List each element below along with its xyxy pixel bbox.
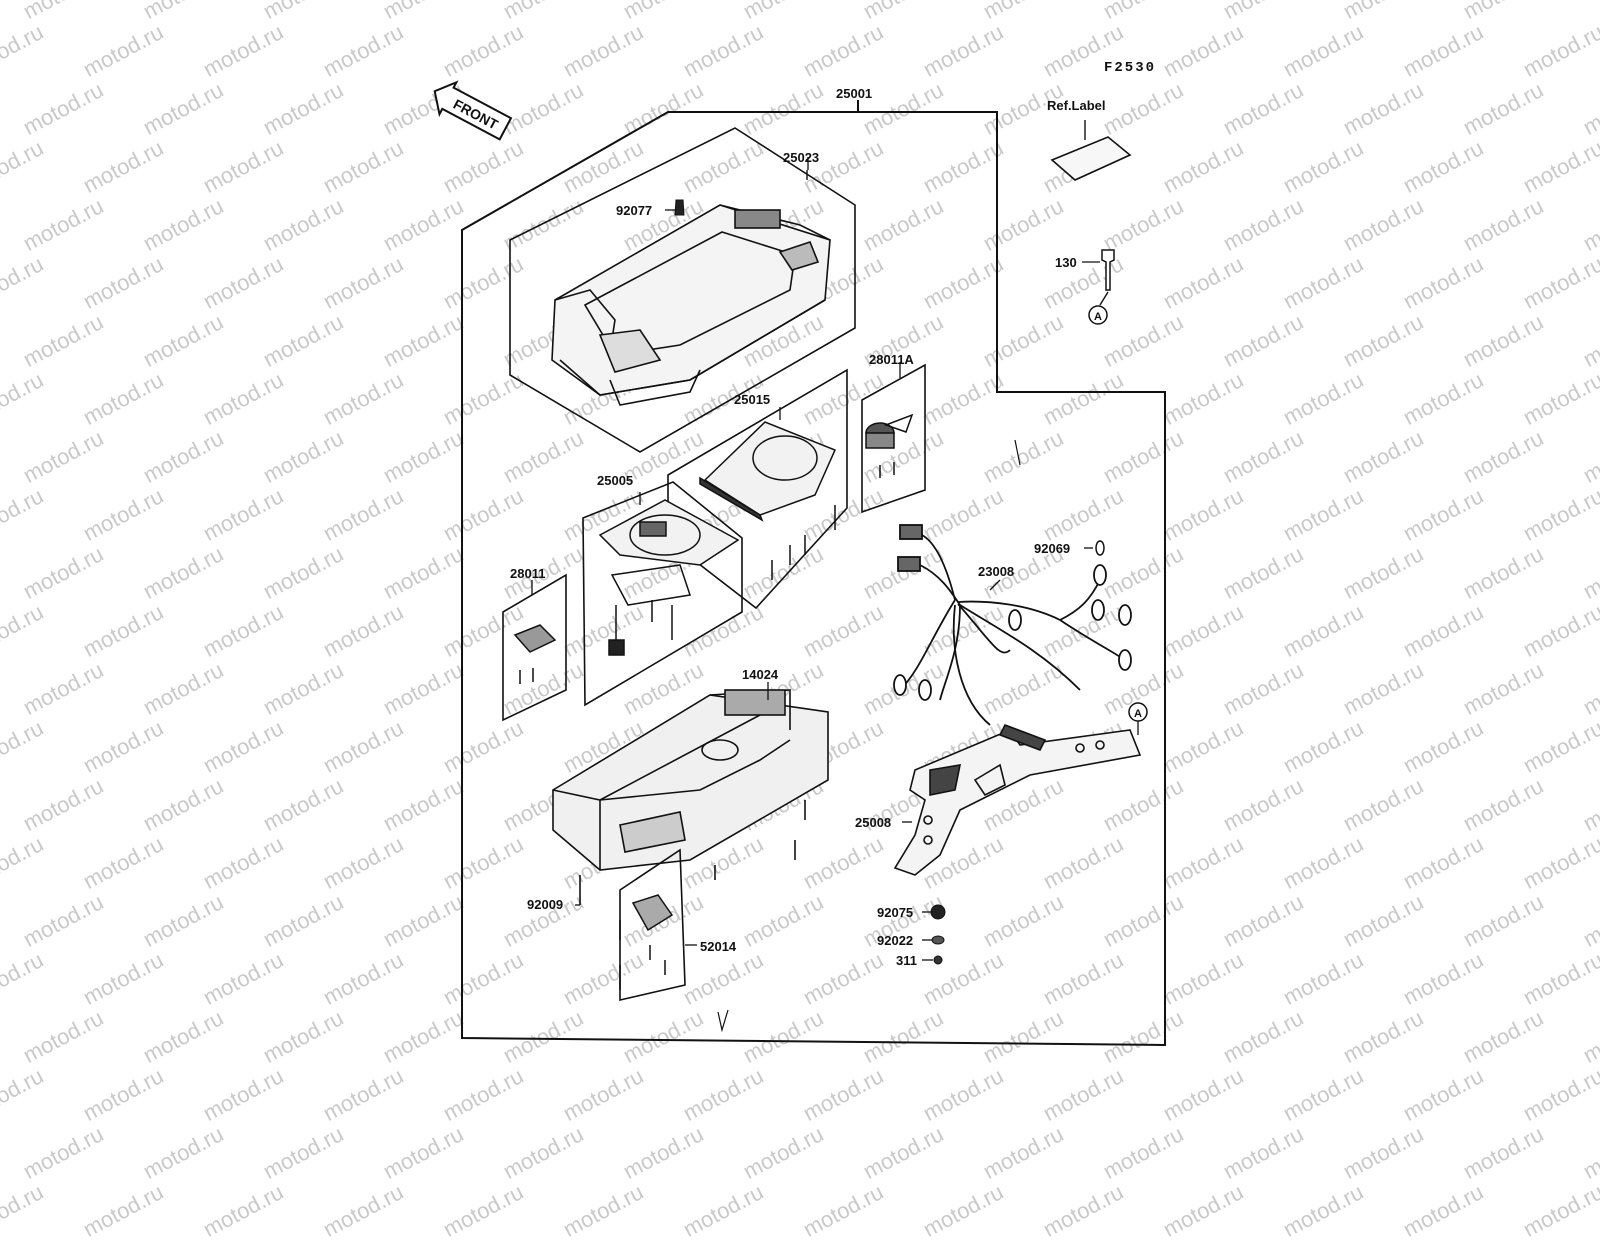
label-92075: 92075	[877, 905, 914, 920]
bracket-box	[619, 848, 686, 1002]
tachometer-icon	[699, 421, 837, 580]
diagram-artwork: FRONT A A	[433, 80, 1166, 1047]
sender-a-icon	[865, 413, 914, 478]
speedometer-icon	[598, 499, 740, 656]
label-92009: 92009	[527, 897, 564, 912]
bolt-130	[1101, 249, 1115, 291]
grommet-92075	[930, 904, 946, 920]
meter-cover-box	[509, 127, 856, 453]
label-25015: 25015	[734, 392, 771, 407]
nut-311	[933, 955, 943, 965]
sender-box	[502, 573, 567, 722]
bracket-icon	[631, 894, 674, 975]
label-25023: 25023	[783, 150, 820, 165]
wiring-harness-icon	[893, 524, 1132, 726]
washer-92022	[931, 935, 945, 945]
front-arrow-icon: FRONT	[433, 80, 513, 141]
label-311: 311	[896, 953, 917, 968]
label-52014: 52014	[700, 939, 737, 954]
meter-cover-icon	[551, 204, 831, 406]
speedometer-box	[582, 481, 743, 707]
ref-label-plate	[1050, 136, 1132, 181]
label-92069: 92069	[1034, 541, 1071, 556]
label-130: 130	[1055, 255, 1077, 270]
label-25008: 25008	[855, 815, 892, 830]
callout-circle-a1	[1088, 305, 1108, 325]
screw-92077	[674, 199, 685, 216]
callout-marker-a2: A	[1134, 708, 1142, 720]
grommet-92069	[1095, 540, 1105, 556]
figure-code: F2530	[1104, 60, 1157, 76]
label-23008: 23008	[978, 564, 1015, 579]
assembly-outline	[461, 111, 1166, 1047]
meter-bracket-icon	[893, 723, 1142, 876]
label-28011: 28011	[510, 566, 546, 581]
ref-label: Ref.Label	[1047, 98, 1106, 113]
label-28011a: 28011A	[869, 352, 914, 367]
sender-a-box	[861, 363, 926, 514]
callout-marker-a1: A	[1094, 311, 1102, 323]
label-25001: 25001	[836, 86, 873, 101]
label-25005: 25005	[597, 473, 634, 488]
meter-case-icon	[552, 689, 829, 990]
label-92022: 92022	[877, 933, 914, 948]
label-92077: 92077	[616, 203, 653, 218]
sender-icon	[513, 624, 557, 684]
label-14024: 14024	[742, 667, 779, 682]
